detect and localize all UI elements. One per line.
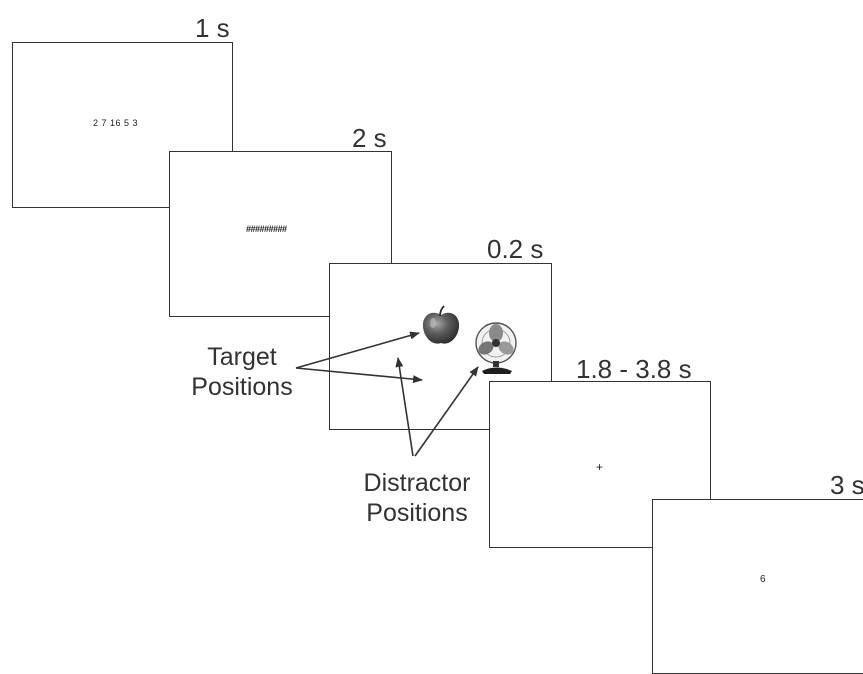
target-label-line1: Target bbox=[207, 343, 277, 371]
digit-sequence: 2 7 16 5 3 bbox=[93, 118, 139, 128]
mask-string: ######### bbox=[246, 224, 287, 234]
probe-digit: 6 bbox=[760, 574, 766, 585]
duration-label-frame-1: 1 s bbox=[195, 13, 230, 43]
desk-fan-icon bbox=[475, 322, 517, 374]
fixation-cross: + bbox=[596, 460, 604, 474]
distractor-label-line2: Positions bbox=[366, 499, 468, 527]
distractor-positions-label: Distractor Positions bbox=[344, 468, 490, 528]
duration-label-frame-4: 1.8 - 3.8 s bbox=[576, 354, 692, 384]
duration-label-frame-5: 3 s bbox=[830, 470, 863, 500]
screen-frame-5 bbox=[652, 499, 863, 674]
duration-label-frame-2: 2 s bbox=[352, 123, 387, 153]
duration-label-frame-3: 0.2 s bbox=[487, 234, 544, 264]
distractor-label-line1: Distractor bbox=[363, 469, 471, 497]
target-positions-label: Target Positions bbox=[178, 342, 306, 402]
target-label-line2: Positions bbox=[191, 373, 293, 401]
apple-icon bbox=[422, 305, 460, 344]
